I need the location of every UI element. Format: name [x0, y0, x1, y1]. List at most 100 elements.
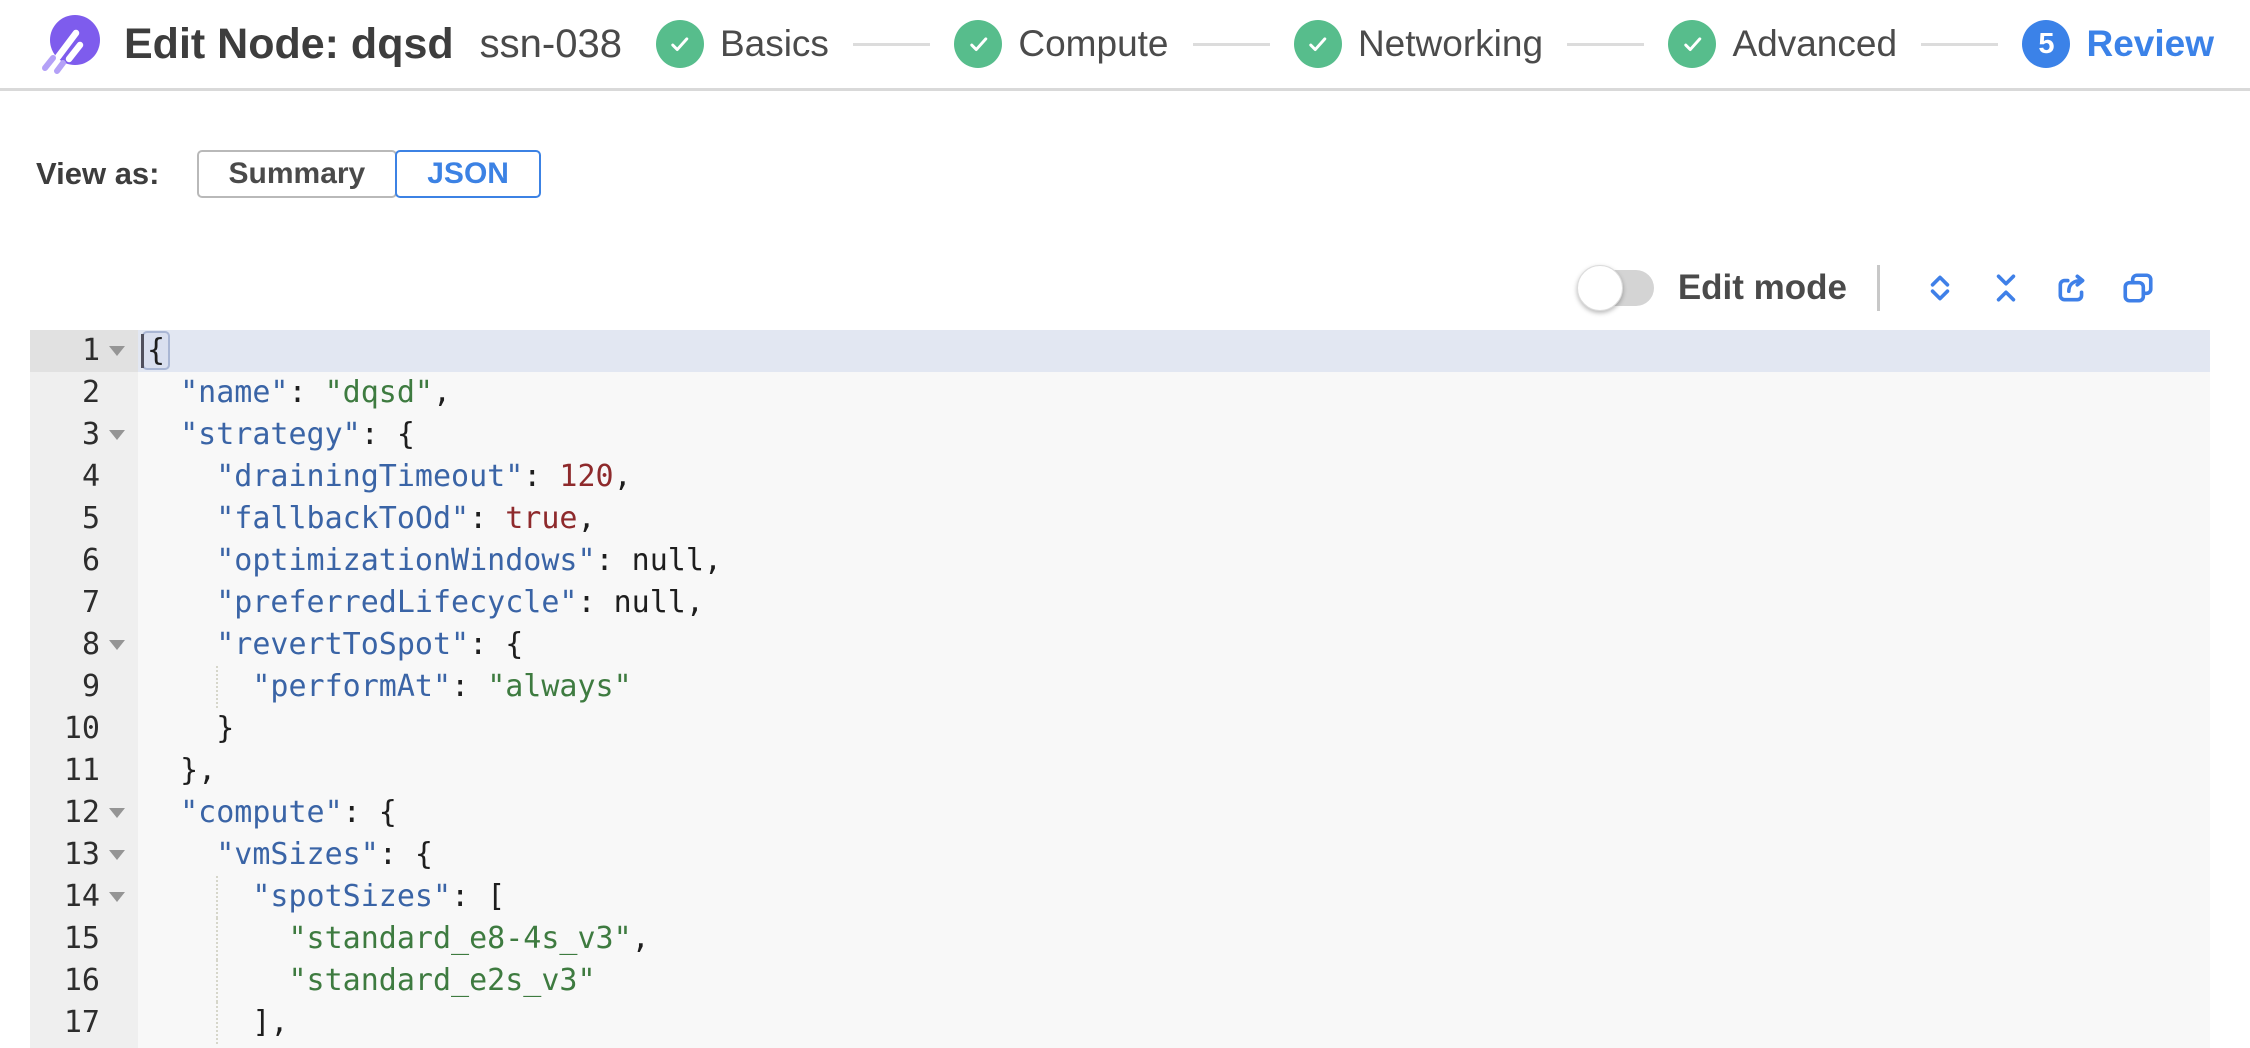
edit-mode-toggle[interactable] — [1576, 265, 1654, 311]
step-number-badge: 5 — [2022, 20, 2071, 68]
gutter-cell: 8 — [30, 624, 138, 666]
line-number: 2 — [81, 375, 100, 410]
check-icon — [1668, 20, 1717, 68]
code-line[interactable]: 5 "fallbackToOd": true, — [30, 498, 2210, 540]
expand-all-button[interactable] — [1920, 268, 1960, 308]
edit-mode-label: Edit mode — [1677, 268, 1847, 307]
spot-logo-icon — [42, 15, 100, 74]
code-content: "spotSizes": [ — [138, 876, 2210, 918]
gutter-cell: 13 — [30, 834, 138, 876]
code-content: "name": "dqsd", — [180, 375, 452, 410]
line-number: 13 — [63, 837, 100, 872]
gutter-cell: 2 — [30, 372, 138, 414]
step-label: Advanced — [1732, 23, 1898, 64]
line-number: 17 — [63, 1005, 100, 1040]
export-button[interactable] — [2052, 268, 2092, 308]
gutter-cell: 10 — [30, 708, 138, 750]
code-content: }, — [144, 753, 217, 788]
code-line[interactable]: 15 "standard_e8-4s_v3", — [30, 918, 2210, 960]
step-label: Review — [2086, 23, 2214, 64]
gutter-cell: 3 — [30, 414, 138, 456]
gutter-cell: 5 — [30, 498, 138, 540]
line-number: 9 — [81, 669, 100, 704]
code-content: "fallbackToOd": true, — [216, 501, 596, 536]
step-basics[interactable]: Basics — [655, 20, 829, 68]
fold-arrow-icon[interactable] — [109, 850, 125, 860]
code-line[interactable]: 14 "spotSizes": [ — [30, 876, 2210, 918]
code-line[interactable]: 13 "vmSizes": { — [30, 834, 2210, 876]
line-number: 4 — [81, 459, 100, 494]
step-connector — [852, 42, 931, 46]
code-content: ], — [138, 1002, 2210, 1044]
code-line[interactable]: 10 } — [30, 708, 2210, 750]
gutter-cell: 17 — [30, 1002, 138, 1044]
code-line[interactable]: 1{ — [30, 330, 2210, 372]
step-connector — [1567, 42, 1645, 46]
line-number: 12 — [63, 795, 100, 830]
json-editor[interactable]: 1{2 "name": "dqsd",3 "strategy": {4 "dra… — [30, 330, 2210, 1048]
code-content: "standard_e2s_v3" — [138, 960, 2210, 1002]
line-number: 15 — [63, 921, 100, 956]
check-icon — [1293, 20, 1342, 68]
code-content: { — [138, 330, 2210, 372]
indent-guide — [216, 918, 219, 960]
fold-arrow-icon[interactable] — [109, 892, 125, 902]
code-line[interactable]: 16 "standard_e2s_v3" — [30, 960, 2210, 1002]
toggle-knob[interactable] — [1576, 265, 1623, 311]
code-content: "optimizationWindows": null, — [216, 543, 722, 578]
step-connector — [1192, 42, 1270, 46]
step-compute[interactable]: Compute — [954, 20, 1169, 68]
step-networking[interactable]: Networking — [1293, 20, 1544, 68]
indent-guide — [216, 666, 219, 708]
step-label: Networking — [1357, 23, 1544, 64]
line-number: 3 — [81, 417, 100, 452]
collapse-all-button[interactable] — [1986, 268, 2026, 308]
export-icon — [2058, 274, 2085, 302]
code-line[interactable]: 4 "drainingTimeout": 120, — [30, 456, 2210, 498]
view-as-label: View as: — [36, 156, 160, 191]
gutter-cell: 9 — [30, 666, 138, 708]
gutter-cell: 12 — [30, 792, 138, 834]
gutter-cell: 16 — [30, 960, 138, 1002]
check-icon — [655, 20, 704, 68]
text-cursor — [141, 334, 144, 368]
code-content: "vmSizes": { — [216, 837, 433, 872]
summary-tab-button[interactable]: Summary — [196, 150, 398, 198]
copy-button[interactable] — [2118, 268, 2158, 308]
code-content: "preferredLifecycle": null, — [216, 585, 704, 620]
fold-arrow-icon[interactable] — [109, 430, 125, 440]
node-id: ssn-038 — [479, 21, 622, 66]
code-content: "compute": { — [180, 795, 397, 830]
code-content: "standard_e8-4s_v3", — [138, 918, 2210, 960]
expand-all-icon — [1930, 275, 1950, 301]
collapse-all-icon — [1996, 274, 2016, 302]
fold-arrow-icon[interactable] — [109, 346, 125, 356]
step-advanced[interactable]: Advanced — [1668, 20, 1897, 68]
fold-arrow-icon[interactable] — [109, 808, 125, 818]
code-line[interactable]: 12 "compute": { — [30, 792, 2210, 834]
toolbar-divider — [1877, 265, 1880, 311]
code-line[interactable]: 2 "name": "dqsd", — [30, 372, 2210, 414]
code-line[interactable]: 8 "revertToSpot": { — [30, 624, 2210, 666]
code-content: } — [144, 711, 235, 746]
line-number: 6 — [81, 543, 100, 578]
copy-icon — [2123, 273, 2153, 303]
code-line[interactable]: 6 "optimizationWindows": null, — [30, 540, 2210, 582]
gutter-cell: 4 — [30, 456, 138, 498]
code-line[interactable]: 11 }, — [30, 750, 2210, 792]
gutter-cell: 1 — [30, 330, 138, 372]
code-content: "performAt": "always" — [138, 666, 2210, 708]
step-connector — [1921, 42, 1999, 46]
code-line[interactable]: 3 "strategy": { — [30, 414, 2210, 456]
page-title: Edit Node: dqsd — [124, 19, 454, 68]
code-line[interactable]: 17 ], — [30, 1002, 2210, 1044]
editor-toolbar: Edit mode — [1576, 264, 2158, 312]
code-line[interactable]: 9 "performAt": "always" — [30, 666, 2210, 708]
line-number: 11 — [63, 753, 100, 788]
fold-arrow-icon[interactable] — [109, 640, 125, 650]
code-content: "drainingTimeout": 120, — [216, 459, 632, 494]
json-tab-button[interactable]: JSON — [395, 150, 541, 198]
code-line[interactable]: 7 "preferredLifecycle": null, — [30, 582, 2210, 624]
step-review[interactable]: 5 Review — [2022, 20, 2214, 68]
code-content: "revertToSpot": { — [216, 627, 524, 662]
